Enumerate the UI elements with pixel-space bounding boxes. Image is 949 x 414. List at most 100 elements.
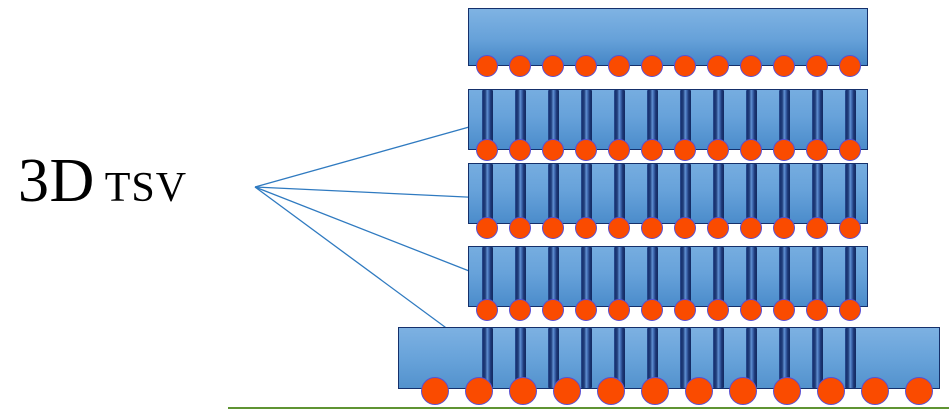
microbump — [674, 299, 696, 321]
tsv-pillar — [481, 90, 493, 149]
tsv-pillar — [613, 164, 625, 223]
microbump — [740, 55, 762, 77]
tsv-pillar — [547, 164, 559, 223]
microbump — [861, 377, 889, 405]
die-layer-die-3 — [468, 163, 868, 224]
microbump — [817, 377, 845, 405]
microbump — [839, 55, 861, 77]
microbump — [707, 139, 729, 161]
microbump — [608, 299, 630, 321]
tsv-pillar — [712, 328, 724, 388]
microbump — [729, 377, 757, 405]
tsv-pillar — [646, 164, 658, 223]
microbump — [476, 139, 498, 161]
tsv-pillar — [679, 164, 691, 223]
tsv-pillar — [844, 247, 856, 306]
die-layer-top-die — [468, 8, 868, 66]
microbump — [740, 139, 762, 161]
microbump — [806, 299, 828, 321]
microbump — [509, 299, 531, 321]
microbump — [641, 217, 663, 239]
tsv-pillar — [646, 328, 658, 388]
microbump — [707, 55, 729, 77]
tsv-pillar — [811, 90, 823, 149]
microbump — [806, 55, 828, 77]
tsv-pillar — [811, 164, 823, 223]
tsv-pillar — [514, 328, 526, 388]
tsv-pillar — [778, 164, 790, 223]
pcb-line — [228, 407, 949, 409]
microbump — [839, 217, 861, 239]
tsv-pillar — [844, 164, 856, 223]
title-primary: 3D — [18, 147, 95, 215]
tsv-pillar — [580, 90, 592, 149]
microbump — [839, 139, 861, 161]
tsv-pillar — [745, 328, 757, 388]
tsv-pillar — [712, 164, 724, 223]
tsv-pillar — [580, 247, 592, 306]
microbump — [641, 299, 663, 321]
tsv-pillar — [481, 164, 493, 223]
tsv-pillar — [646, 247, 658, 306]
tsv-pillar — [745, 90, 757, 149]
microbump — [740, 299, 762, 321]
tsv-pillar — [712, 90, 724, 149]
tsv-pillar — [580, 164, 592, 223]
microbump — [674, 139, 696, 161]
microbump — [740, 217, 762, 239]
microbump — [575, 299, 597, 321]
tsv-pillar — [547, 328, 559, 388]
leader-to-die-3 — [254, 186, 488, 199]
tsv-pillar — [778, 328, 790, 388]
tsv-pillar — [481, 328, 493, 388]
microbump — [773, 377, 801, 405]
die-layer-die-4 — [468, 246, 868, 307]
microbump — [465, 377, 493, 405]
tsv-pillar — [778, 90, 790, 149]
microbump — [597, 377, 625, 405]
microbump — [641, 55, 663, 77]
microbump — [476, 55, 498, 77]
tsv-pillar — [778, 247, 790, 306]
microbump — [608, 217, 630, 239]
tsv-pillar — [613, 90, 625, 149]
tsv-pillar — [679, 328, 691, 388]
microbump — [421, 377, 449, 405]
tsv-pillar — [547, 90, 559, 149]
microbump — [542, 139, 564, 161]
microbump — [542, 299, 564, 321]
microbump — [707, 217, 729, 239]
microbump — [476, 217, 498, 239]
tsv-pillar — [844, 328, 856, 388]
tsv-pillar — [745, 164, 757, 223]
tsv-pillar — [514, 247, 526, 306]
tsv-pillar — [811, 247, 823, 306]
microbump — [674, 55, 696, 77]
microbump — [641, 139, 663, 161]
microbump — [542, 217, 564, 239]
tsv-pillar — [514, 164, 526, 223]
tsv-pillar — [844, 90, 856, 149]
leader-to-die-4 — [254, 186, 488, 279]
microbump — [806, 139, 828, 161]
microbump — [839, 299, 861, 321]
microbump — [674, 217, 696, 239]
tsv-pillar — [811, 328, 823, 388]
microbump — [905, 377, 933, 405]
microbump — [542, 55, 564, 77]
tsv-pillar — [613, 328, 625, 388]
tsv-pillar — [481, 247, 493, 306]
microbump — [575, 139, 597, 161]
microbump — [773, 217, 795, 239]
microbump — [509, 377, 537, 405]
microbump — [685, 377, 713, 405]
leader-to-die-2 — [254, 121, 488, 188]
microbump — [509, 139, 531, 161]
tsv-pillar — [514, 90, 526, 149]
microbump — [608, 139, 630, 161]
microbump — [641, 377, 669, 405]
title-secondary: TSV — [104, 165, 188, 211]
microbump — [509, 55, 531, 77]
tsv-pillar — [679, 247, 691, 306]
